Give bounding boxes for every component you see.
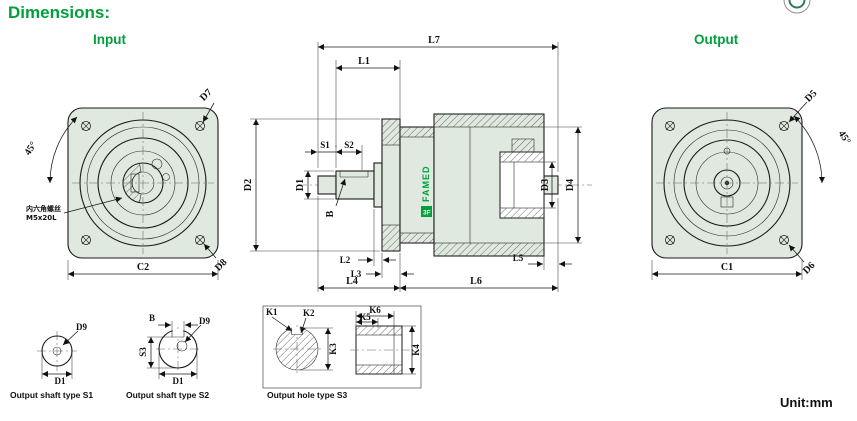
input-view: Input D7 D8 45° 内六角螺丝 M5x20L <box>23 32 229 280</box>
dim-label-d1: D1 <box>295 179 306 191</box>
s3-caption: Output hole type S3 <box>267 390 348 400</box>
mid-housing <box>399 126 435 244</box>
s2-dim-d1: D1 <box>173 376 184 386</box>
dim-label-l7: L7 <box>428 35 440 46</box>
screw-note-line2: M5x20L <box>26 214 57 222</box>
s2-keyway <box>171 331 185 338</box>
dim-label-l2: L2 <box>340 255 351 265</box>
output-shaft-tip <box>317 175 337 195</box>
page-title: Dimensions: <box>8 3 110 22</box>
dim-label-input-angle: 45° <box>23 140 40 158</box>
s2-dim-d9: D9 <box>199 316 210 326</box>
s3-frame <box>262 305 422 389</box>
dim-label-b: B <box>325 210 336 217</box>
s3-dim-k2: K2 <box>303 308 315 318</box>
s3-dim-k6: K6 <box>369 305 381 315</box>
s3-dim-k1: K1 <box>266 307 278 317</box>
brand-logo <box>783 0 811 14</box>
brand-mark-box <box>421 206 432 217</box>
s1-caption: Output shaft type S1 <box>10 390 93 400</box>
s3-dim-k3: K3 <box>328 343 338 355</box>
dim-label-d6: D6 <box>801 260 817 276</box>
dim-label-l6: L6 <box>470 276 482 287</box>
dim-label-d7: D7 <box>198 87 214 103</box>
input-corner-holes <box>81 121 205 245</box>
output-corner-holes <box>665 121 789 245</box>
dim-label-s2: S2 <box>344 140 354 150</box>
s1-dim-d1: D1 <box>55 376 66 386</box>
dim-label-d2: D2 <box>243 179 254 191</box>
dim-label-d8: D8 <box>213 257 229 273</box>
dim-label-output-angle: 45° <box>836 129 853 147</box>
dim-label-c1: C1 <box>721 262 733 273</box>
input-view-title: Input <box>93 32 126 47</box>
detail-shaft-s2: B D9 S3 D1 Output shaft type S2 <box>126 313 210 400</box>
screw-note-line1: 内六角螺丝 <box>26 204 61 213</box>
s2-caption: Output shaft type S2 <box>126 390 209 400</box>
dim-label-d4: D4 <box>565 179 576 191</box>
dim-label-l3: L3 <box>351 269 362 279</box>
s3-dim-k4: K4 <box>411 344 421 356</box>
dim-label-s1: S1 <box>320 140 330 150</box>
detail-hole-s3: K1 K2 K3 K6 K5 K4 Output hole type S3 <box>262 305 422 400</box>
dim-label-d3: D3 <box>540 179 551 191</box>
brand-mark: 3F <box>423 210 431 217</box>
output-view: Output D5 45° D6 C1 <box>651 32 853 280</box>
brand-text: FAMED <box>421 166 431 203</box>
dim-label-d5: D5 <box>803 88 819 104</box>
dim-label-l4: L4 <box>346 276 358 287</box>
s3-dim-k5: K5 <box>359 312 371 322</box>
output-view-title: Output <box>694 32 739 47</box>
s2-dim-b: B <box>149 313 155 323</box>
s1-dim-d9: D9 <box>76 322 87 332</box>
s2-dim-s3: S3 <box>138 347 148 357</box>
side-view: FAMED 3F L7 L1 S1 S2 D1 D2 B <box>243 35 592 292</box>
dim-label-c2: C2 <box>137 262 149 273</box>
input-bore <box>499 151 545 219</box>
detail-shaft-s1: D9 D1 Output shaft type S1 <box>10 322 93 400</box>
dim-label-l1: L1 <box>358 56 370 67</box>
input-hub-section <box>122 162 142 204</box>
dim-label-l5: L5 <box>513 253 524 263</box>
unit-label: Unit:mm <box>780 395 833 410</box>
